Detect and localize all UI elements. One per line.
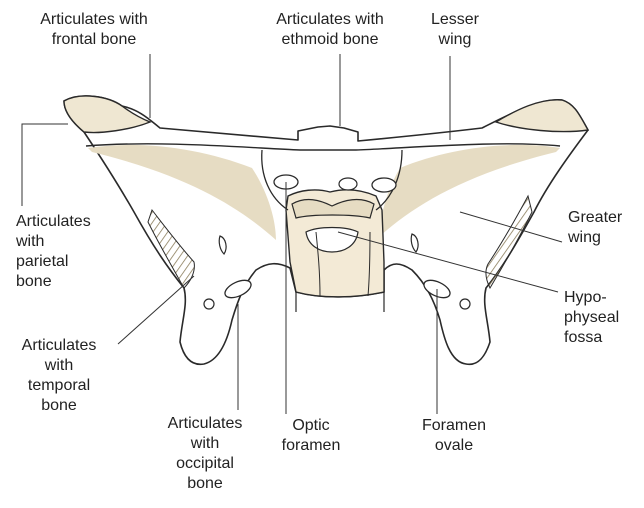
- label-ethmoid: Articulates with ethmoid bone: [250, 10, 410, 50]
- right-anterior-clinoid: [372, 178, 396, 192]
- label-frontal: Articulates with frontal bone: [4, 10, 184, 50]
- leader-parietal: [22, 124, 68, 206]
- left-foramen-spinosum: [204, 299, 214, 309]
- label-greater-wing: Greater wing: [568, 208, 622, 248]
- label-lesser-wing: Lesser wing: [420, 10, 490, 50]
- label-occipital: Articulates with occipital bone: [150, 414, 260, 494]
- center-knob: [339, 178, 357, 190]
- label-temporal: Articulates with temporal bone: [4, 336, 114, 416]
- label-ovale: Foramen ovale: [404, 416, 504, 456]
- label-parietal: Articulates with parietal bone: [16, 212, 91, 292]
- right-foramen-spinosum: [460, 299, 470, 309]
- label-optic: Optic foramen: [266, 416, 356, 456]
- label-hypophyseal: Hypo- physeal fossa: [564, 288, 619, 348]
